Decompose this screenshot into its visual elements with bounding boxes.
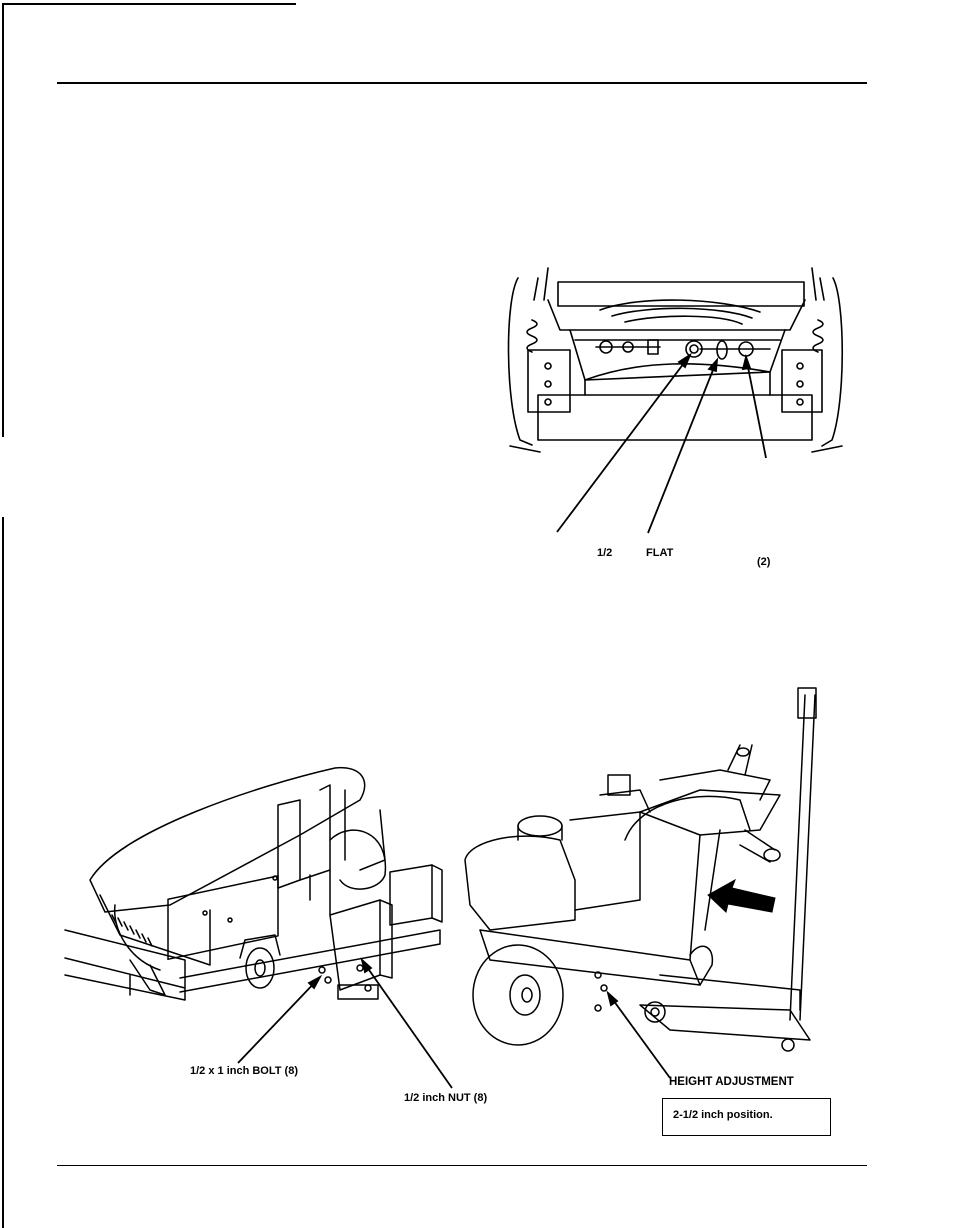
- handle-bar: [739, 829, 776, 863]
- header-rule: [57, 82, 867, 84]
- fuel-cap: [607, 774, 631, 796]
- left-margin-rule-lower: [2, 517, 4, 1228]
- callout-height-adjustment: HEIGHT ADJUSTMENT: [669, 1076, 794, 1088]
- callout-count: (2): [757, 556, 771, 568]
- cross-bar: [569, 329, 786, 381]
- caster-wheel: [245, 947, 275, 989]
- leader-right-nut: [745, 356, 767, 459]
- left-washer: [647, 339, 659, 355]
- direction-arrow: [707, 878, 776, 913]
- broom-housing: [89, 766, 366, 913]
- callout-nut: 1/2 inch NUT (8): [404, 1092, 488, 1104]
- right-tire-outline: [821, 277, 843, 447]
- leader-nut: [556, 354, 691, 533]
- callout-position-text: 2-1/2 inch position.: [673, 1109, 773, 1121]
- callout-position-box: 2-1/2 inch position.: [662, 1098, 831, 1136]
- floor-jack: [639, 1004, 811, 1041]
- left-tire-outline: [507, 277, 533, 446]
- sweeper-end-box: [167, 875, 279, 961]
- tractor-engine: [464, 835, 576, 931]
- leader-flat-washer: [647, 359, 718, 534]
- callout-half-inch: 1/2: [597, 547, 613, 559]
- leader-height-adjustment: [607, 992, 671, 1079]
- upper-housing: [557, 281, 805, 307]
- leader-bolt: [237, 976, 321, 1064]
- corner-top-rule: [2, 3, 296, 5]
- flat-washer: [716, 340, 728, 360]
- tractor-frame: [479, 929, 701, 986]
- lower-deck: [537, 394, 813, 441]
- hitch-block: [389, 864, 433, 926]
- callout-flat: FLAT: [646, 547, 674, 559]
- right-side-plate: [781, 349, 823, 413]
- left-side-plate: [527, 349, 571, 413]
- jack-handle: [789, 694, 806, 1021]
- sweeper-frame: [64, 929, 186, 1001]
- footer-rule: [57, 1165, 867, 1166]
- tractor-wheel: [472, 944, 564, 1046]
- callout-bolt: 1/2 x 1 inch BOLT (8): [190, 1065, 298, 1077]
- left-margin-rule-upper: [2, 3, 4, 437]
- leader-nut: [361, 959, 453, 1089]
